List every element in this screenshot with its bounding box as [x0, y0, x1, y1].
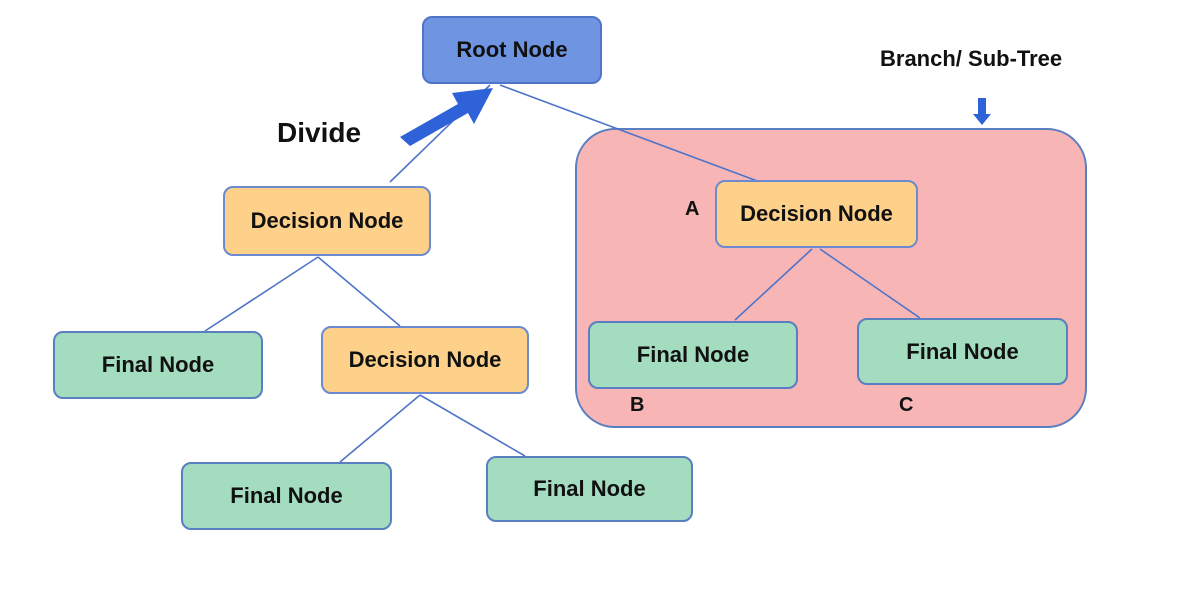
- decision-node-left-label: Decision Node: [250, 208, 404, 233]
- decision-node-subtree: Decision Node: [715, 180, 918, 248]
- decision-node-mid-label: Decision Node: [348, 347, 502, 372]
- edge-subtree-decision-to-final-right: [819, 248, 921, 319]
- edge-subtree-decision-to-final-left: [734, 248, 813, 321]
- edge-mid-decision-to-bottom-final-right: [419, 394, 526, 457]
- marker-c: C: [899, 394, 914, 416]
- divide-arrow-icon: [400, 88, 493, 146]
- final-node-left: Final Node: [53, 331, 263, 399]
- decision-node-left: Decision Node: [223, 186, 431, 256]
- final-node-bottom-right-label: Final Node: [533, 476, 646, 501]
- final-node-bottom-left: Final Node: [181, 462, 392, 530]
- final-node-bottom-right: Final Node: [486, 456, 693, 522]
- edge-mid-decision-to-bottom-final-left: [339, 394, 421, 463]
- divide-label: Divide: [277, 117, 362, 148]
- root-node-label: Root Node: [456, 37, 568, 62]
- final-node-left-label: Final Node: [101, 352, 215, 377]
- decision-node-subtree-label: Decision Node: [740, 201, 893, 226]
- decision-node-mid: Decision Node: [321, 326, 529, 394]
- root-node: Root Node: [422, 16, 602, 84]
- branch-down-arrow-icon: [973, 98, 991, 125]
- edge-root-to-subtree-decision: [499, 84, 761, 183]
- final-node-subtree-right: Final Node: [857, 318, 1068, 385]
- final-node-subtree-left: Final Node: [588, 321, 798, 389]
- marker-a: A: [685, 198, 700, 220]
- edge-left-decision-to-mid-decision: [317, 256, 401, 327]
- branch-subtree-label: Branch/ Sub-Tree: [880, 46, 1063, 71]
- final-node-subtree-left-label: Final Node: [636, 342, 750, 367]
- marker-b: B: [630, 394, 645, 416]
- final-node-subtree-right-label: Final Node: [906, 338, 1019, 364]
- edge-left-decision-to-left-final: [204, 256, 319, 332]
- final-node-bottom-left-label: Final Node: [230, 483, 343, 508]
